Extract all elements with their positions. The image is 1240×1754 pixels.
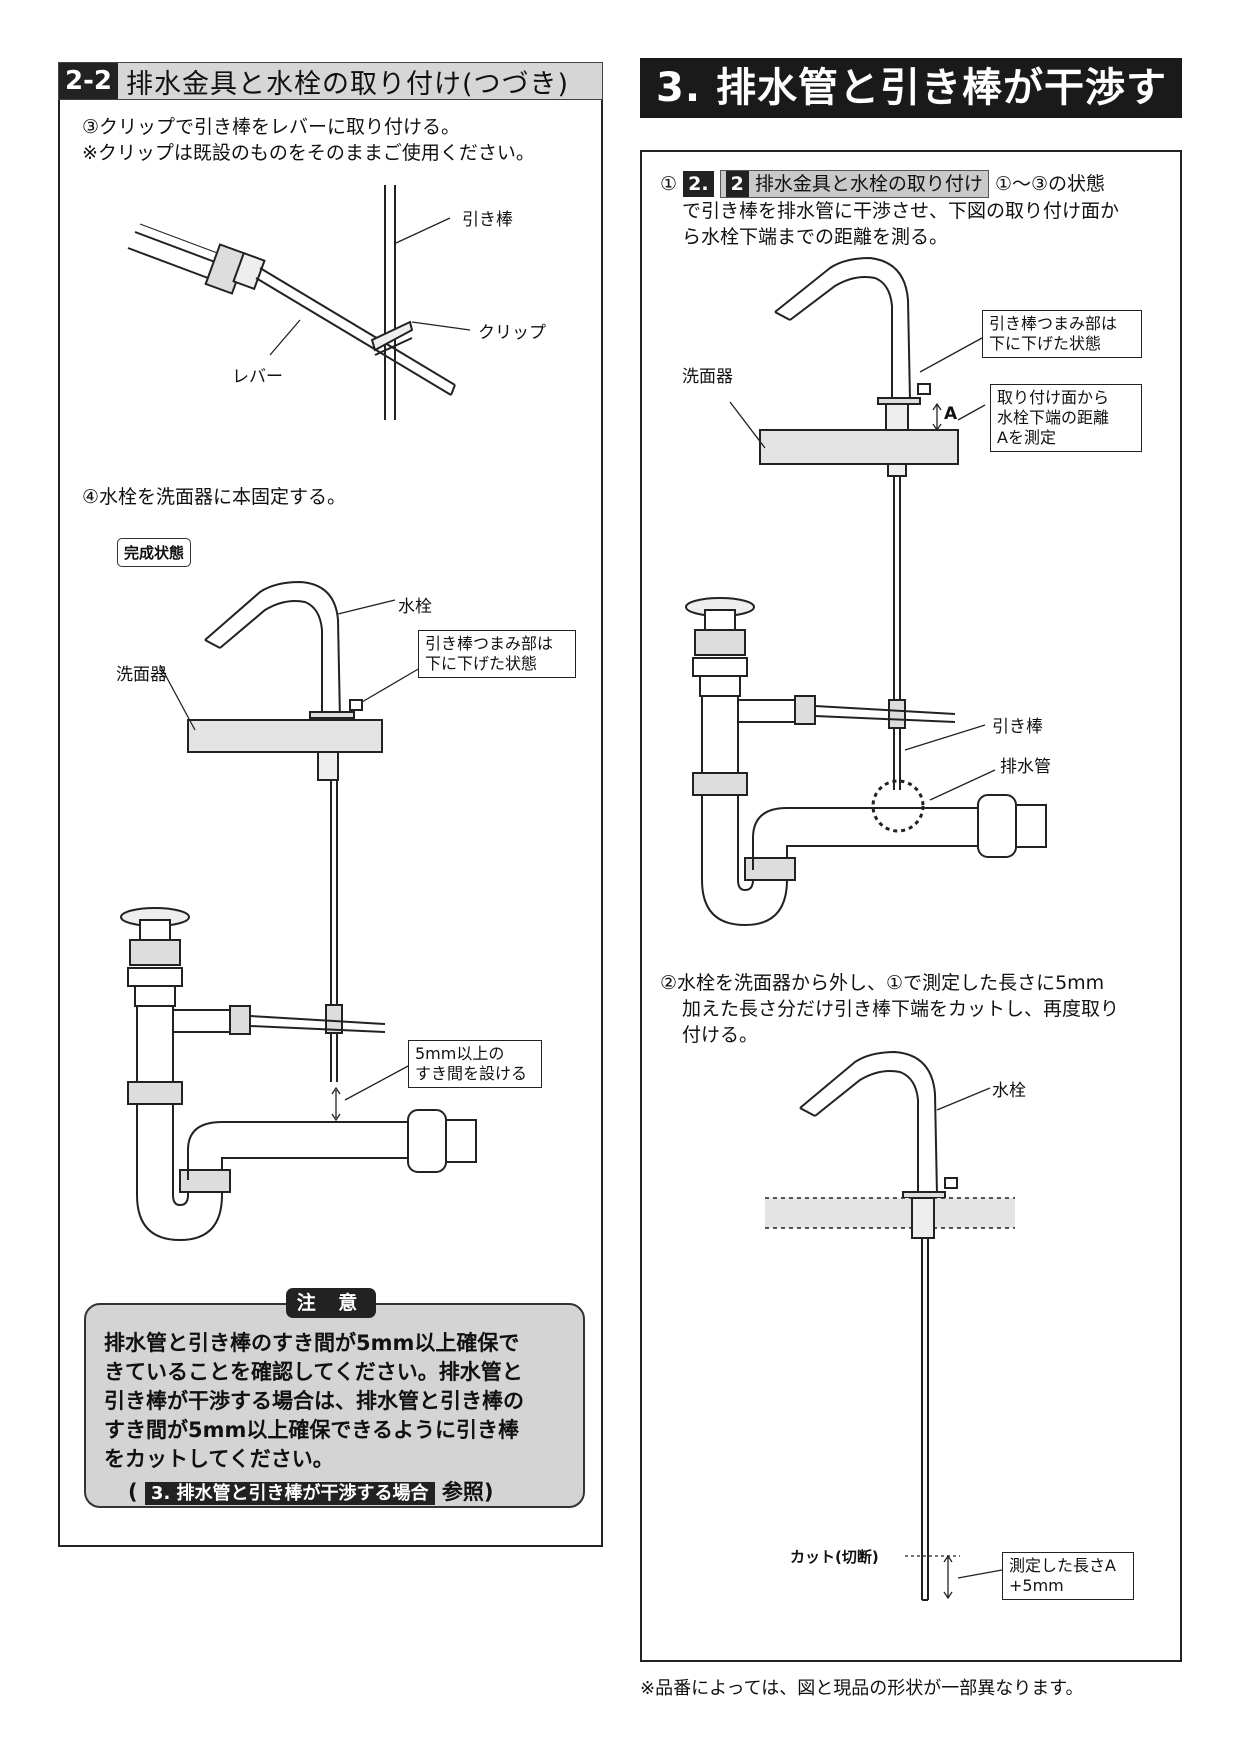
- faucet-label-2: 水栓: [992, 1081, 1026, 1101]
- measure-line1: 取り付け面から: [997, 388, 1110, 407]
- step2-line2: 加えた長さ分だけ引き棒下端をカットし、再度取り: [682, 998, 1120, 1020]
- knob-state-callout-2: 引き棒つまみ部は 下に下げた状態: [982, 310, 1142, 358]
- section-title: 排水金具と水栓の取り付け(つづき): [125, 68, 570, 100]
- pull-rod-label: 引き棒: [462, 210, 513, 230]
- cut-label: カット(切断): [790, 1548, 879, 1566]
- cut-length-line1: 測定した長さA: [1009, 1556, 1116, 1575]
- knob-state-2-line2: 下に下げた状態: [989, 334, 1102, 353]
- step1-line3: ら水栓下端までの距離を測る。: [682, 226, 949, 248]
- measure-line2: 水栓下端の距離: [997, 408, 1110, 427]
- section-number: 2-2: [59, 63, 118, 99]
- drain-pipe-label: 排水管: [1000, 757, 1051, 777]
- step1-line2: で引き棒を排水管に干渉させ、下図の取り付け面か: [682, 200, 1120, 222]
- footnote: ※品番によっては、図と現品の形状が一部異なります。: [640, 1678, 1084, 1699]
- gap-line1: 5mm以上の: [415, 1044, 505, 1063]
- lever-label: レバー: [232, 367, 283, 387]
- step1-suffix: ①〜③の状態: [994, 173, 1106, 195]
- right-section-header: 3. 排水管と引き棒が干渉する場合: [640, 58, 1182, 171]
- caution-box: 排水管と引き棒のすき間が5mm以上確保で きていることを確認してください。排水管…: [84, 1303, 585, 1508]
- knob-state-2-line1: 引き棒つまみ部は: [989, 314, 1118, 333]
- clip-label: クリップ: [478, 323, 546, 343]
- complete-state-tag: 完成状態: [117, 538, 192, 567]
- step1-ref-num1: 2.: [683, 171, 714, 197]
- step4-instruction: ④水栓を洗面器に本固定する。: [82, 486, 347, 508]
- step1-ref-title-text: 排水金具と水栓の取り付け: [754, 173, 983, 195]
- gap-line2: すき間を設ける: [415, 1064, 528, 1083]
- measure-line3: Aを測定: [997, 428, 1056, 447]
- step1-prefix: ①: [660, 173, 678, 195]
- caution-line2: きていることを確認してください。排水管と: [104, 1360, 523, 1384]
- pull-rod-label-2: 引き棒: [992, 717, 1043, 737]
- left-section-header: 2-2 排水金具と水栓の取り付け(つづき): [58, 62, 603, 100]
- knob-state-line1: 引き棒つまみ部は: [425, 634, 554, 653]
- step1-ref-title[interactable]: 2 排水金具と水栓の取り付け: [719, 170, 989, 198]
- caution-line4: すき間が5mm以上確保できるように引き棒: [104, 1418, 519, 1442]
- caution-line3: 引き棒が干渉する場合は、排水管と引き棒の: [104, 1389, 524, 1413]
- step1-line1: ① 2. 2 排水金具と水栓の取り付け ①〜③の状態: [660, 170, 1170, 198]
- knob-state-callout: 引き棒つまみ部は 下に下げた状態: [418, 630, 576, 678]
- step1-ref-num2: 2: [725, 171, 749, 197]
- basin-label-2: 洗面器: [682, 367, 733, 387]
- basin-label: 洗面器: [116, 665, 167, 685]
- knob-state-line2: 下に下げた状態: [425, 654, 538, 673]
- measure-distance-callout: 取り付け面から 水栓下端の距離 Aを測定: [990, 384, 1142, 452]
- caution-ref-open: (: [128, 1480, 138, 1504]
- gap-callout: 5mm以上の すき間を設ける: [408, 1040, 542, 1088]
- step3-instruction: ③クリップで引き棒をレバーに取り付ける。: [82, 116, 461, 138]
- step2-instruction: ②水栓を洗面器から外し、①で測定した長さに5mm 加えた長さ分だけ引き棒下端をカ…: [660, 970, 1170, 1048]
- caution-reference: ( 3. 排水管と引き棒が干渉する場合 参照): [104, 1478, 565, 1508]
- caution-ref-link[interactable]: 3. 排水管と引き棒が干渉する場合: [144, 1482, 435, 1505]
- faucet-label: 水栓: [398, 597, 432, 617]
- cut-length-line2: +5mm: [1009, 1576, 1064, 1595]
- caution-line1: 排水管と引き棒のすき間が5mm以上確保で: [104, 1331, 520, 1355]
- step2-line1: ②水栓を洗面器から外し、①で測定した長さに5mm: [660, 972, 1105, 994]
- dimension-a-mark: A: [944, 404, 958, 424]
- caution-line5: をカットしてください。: [104, 1447, 334, 1471]
- step2-line3: 付ける。: [682, 1024, 759, 1046]
- caution-tag: 注 意: [286, 1288, 376, 1318]
- step3-note: ※クリップは既設のものをそのままご使用ください。: [82, 142, 535, 164]
- cut-length-callout: 測定した長さA +5mm: [1002, 1552, 1134, 1600]
- caution-ref-close: 参照): [441, 1480, 494, 1504]
- step1-instruction: ① 2. 2 排水金具と水栓の取り付け ①〜③の状態 で引き棒を排水管に干渉させ…: [660, 170, 1170, 250]
